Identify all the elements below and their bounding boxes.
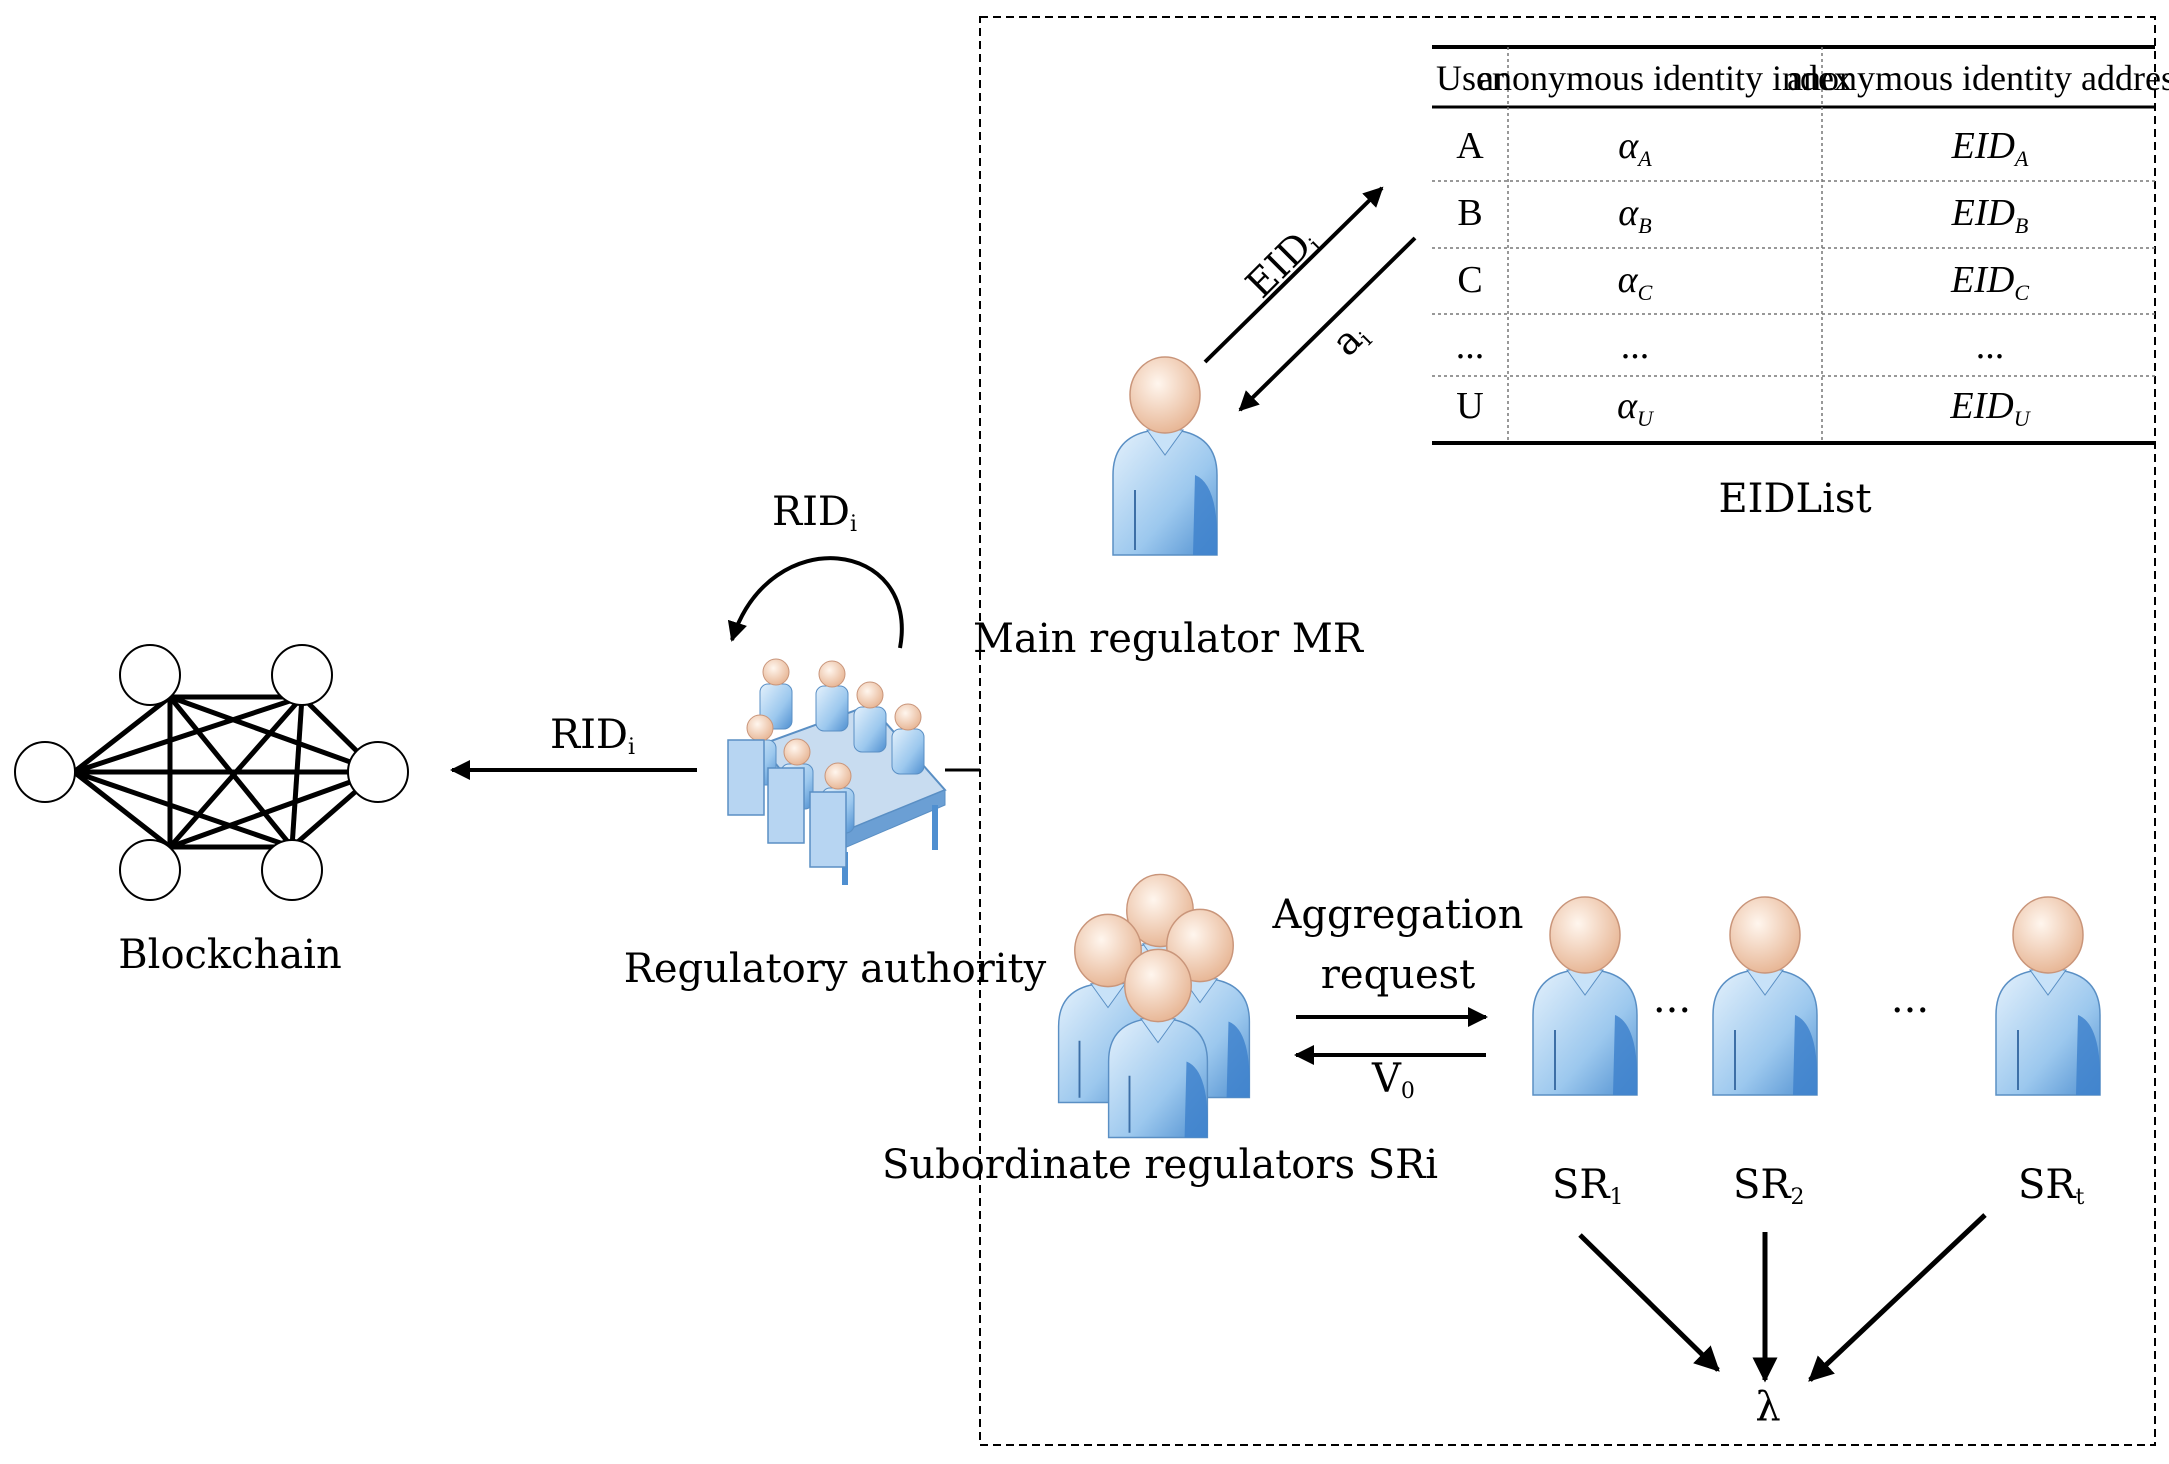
table-cell-index: αA	[1618, 125, 1652, 171]
sr2-avatar	[1712, 896, 1819, 1096]
sr2-label: SR2	[1733, 1162, 1805, 1210]
eid-arrow	[1203, 186, 1384, 364]
table-cell-index: αC	[1618, 259, 1653, 305]
table-cell-index: αB	[1618, 192, 1651, 238]
eid-arrow-label: EIDi	[1237, 218, 1327, 308]
table-cell-user: A	[1456, 125, 1484, 167]
table-cell-index: ...	[1621, 325, 1650, 367]
subordinate-regulators-label: Subordinate regulators SRi	[882, 1142, 1438, 1188]
table-cell-address: EIDB	[1951, 192, 2029, 238]
table-cell-address: EIDA	[1951, 125, 2029, 171]
rid-send-label: RIDi	[550, 712, 635, 760]
table-header-user: User	[1436, 58, 1504, 98]
regulatory-authority-label: Regulatory authority	[624, 946, 1047, 992]
table-header-address: anonymous identity address	[1787, 58, 2169, 98]
regulator-boundary	[979, 16, 2156, 1446]
table-cell-user: U	[1456, 385, 1483, 427]
table-cell-address: EIDC	[1950, 259, 2029, 305]
blockchain-network-icon	[14, 644, 409, 901]
table-header-index: anonymous identity index	[1478, 58, 1852, 98]
ellipsis-1: ...	[1653, 976, 1691, 1022]
table-cell-user: C	[1457, 259, 1482, 301]
subordinate-regulators-avatar	[1057, 873, 1251, 1139]
srt-label: SRt	[2018, 1162, 2085, 1210]
table-cell-user: ...	[1456, 325, 1485, 367]
eid-table	[1432, 45, 2155, 445]
table-cell-index: αU	[1617, 385, 1655, 431]
ellipsis-2: ...	[1891, 976, 1929, 1022]
main-regulator-label: Main regulator MR	[973, 616, 1365, 662]
main-regulator-avatar	[1112, 356, 1219, 556]
table-cell-address: EIDU	[1949, 385, 2031, 431]
srt-to-lambda-arrow	[1808, 1213, 1987, 1382]
regulatory-authority-icon	[727, 658, 947, 885]
blockchain-label: Blockchain	[118, 932, 341, 978]
rid-self-label: RIDi	[772, 489, 857, 537]
a-arrow	[1238, 236, 1417, 412]
sr1-label: SR1	[1552, 1162, 1624, 1210]
sr1-avatar	[1532, 896, 1639, 1096]
aggregation-label-line1: Aggregation	[1271, 892, 1523, 938]
table-cell-address: ...	[1976, 325, 2005, 367]
aggregation-label-line2: request	[1321, 952, 1475, 998]
table-cell-user: B	[1457, 192, 1482, 234]
eidlist-label: EIDList	[1718, 476, 1871, 522]
lambda-label: λ	[1755, 1384, 1780, 1430]
sr1-to-lambda-arrow	[1578, 1233, 1720, 1372]
srt-avatar	[1995, 896, 2102, 1096]
rid-self-loop-arrow	[727, 556, 904, 649]
v0-label: V0	[1371, 1056, 1415, 1104]
